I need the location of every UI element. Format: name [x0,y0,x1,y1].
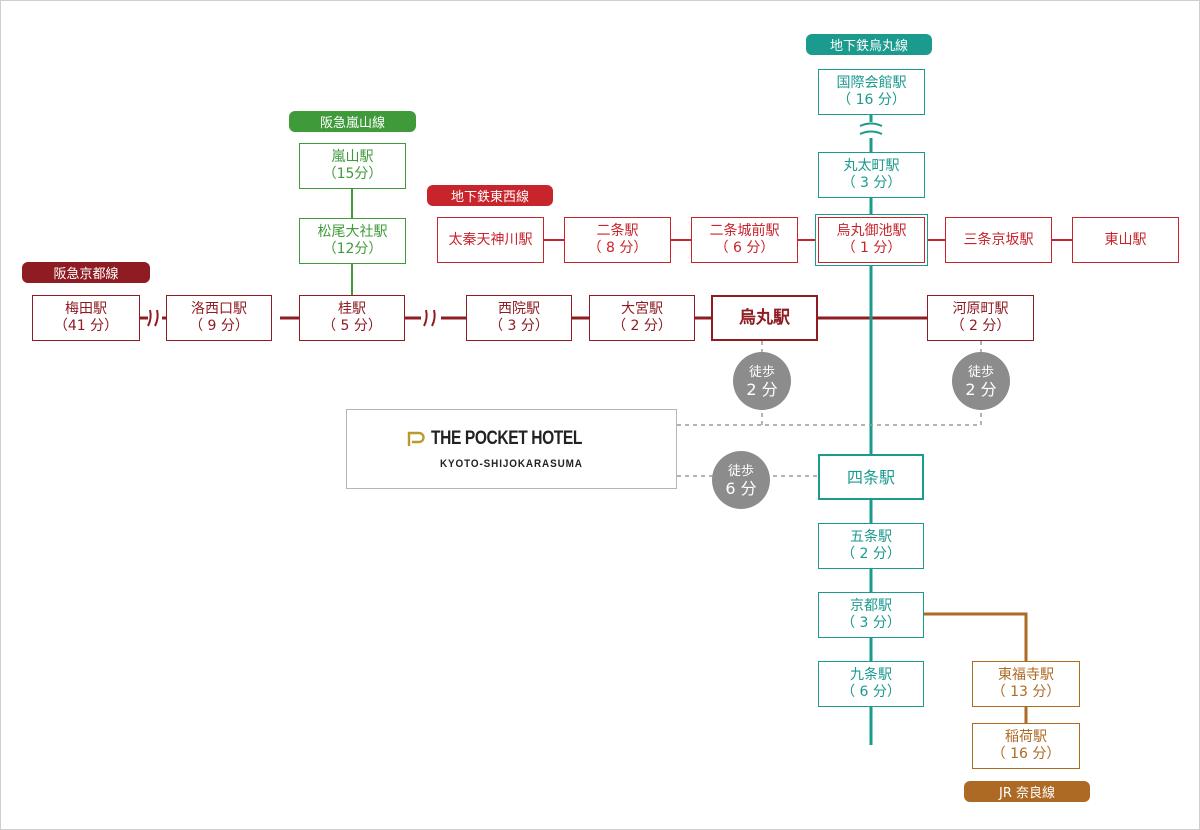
station-name: 梅田駅 [65,301,107,317]
station-karasuma-oike: 烏丸御池駅（ 1 分） [815,214,928,266]
station-time: （ 3 分） [489,318,549,334]
station-matsuo-taisha: 松尾大社駅（12分） [299,218,406,264]
station-nijo: 二条駅（ 8 分） [564,217,671,263]
hankyu-kyoto-line-label: 阪急京都線 [22,262,150,283]
station-saiin: 西院駅（ 3 分） [466,295,572,341]
station-time: （ 3 分） [841,175,902,191]
station-arashiyama: 嵐山駅（15分） [299,143,406,189]
station-umeda: 梅田駅（41 分） [32,295,140,341]
station-name: 洛西口駅 [191,301,247,317]
station-name: 松尾大社駅 [317,224,388,240]
station-time: （ 6 分） [714,240,775,256]
hotel-subtitle: KYOTO-SHIJOKARASUMA [440,458,583,470]
station-time: （ 16 分） [991,746,1061,762]
hotel-logo-box: THE POCKET HOTEL KYOTO-SHIJOKARASUMA [346,409,677,489]
station-kujo: 九条駅（ 6 分） [818,661,924,707]
station-time: （ 8 分） [587,240,648,256]
station-time: （ 3 分） [841,615,901,631]
station-sanjo-keihan: 三条京坂駅 [945,217,1052,263]
station-name: 東福寺駅 [998,667,1054,683]
station-name: 丸太町駅 [843,158,900,174]
station-nijojo-mae: 二条城前駅（ 6 分） [691,217,798,263]
station-time: （ 6 分） [841,684,901,700]
subway-karasuma-line-label: 地下鉄烏丸線 [806,34,932,55]
station-shijo: 四条駅 [818,454,924,500]
station-time: （ 1 分） [841,240,902,256]
station-name: 二条駅 [596,223,639,239]
station-time: （ 5 分） [322,318,382,334]
walk-label: 徒歩 [727,464,754,479]
station-higashiyama: 東山駅 [1072,217,1179,263]
station-inari: 稲荷駅（ 16 分） [972,723,1080,769]
hotel-name: THE POCKET HOTEL [431,428,583,449]
hankyu-arashiyama-line-label: 阪急嵐山線 [289,111,416,132]
station-name: 三条京坂駅 [963,231,1034,248]
station-uzumasa-tenjingawa: 太秦天神川駅 [437,217,544,263]
station-name: 桂駅 [338,301,366,317]
hotel-p-logo-icon [408,431,426,446]
station-name: 大宮駅 [621,301,663,317]
walk-label: 徒歩 [967,365,994,380]
station-time: （ 2 分） [612,318,672,334]
station-time: （ 13 分） [991,684,1061,700]
station-kawaramachi: 河原町駅（ 2 分） [927,295,1034,341]
station-tofukuji: 東福寺駅（ 13 分） [972,661,1080,707]
station-name: 河原町駅 [952,301,1009,317]
station-kokusaikaikan: 国際会館駅（ 16 分） [818,69,925,115]
station-name: 四条駅 [846,467,895,487]
walk-time: 2 分 [965,380,997,399]
subway-karasuma-line-track [859,115,883,745]
station-name: 二条城前駅 [709,223,780,239]
station-name: 西院駅 [498,301,540,317]
subway-tozai-line-label: 地下鉄東西線 [427,185,553,206]
station-name: 稲荷駅 [1005,729,1047,745]
station-name: 烏丸御池駅 [836,223,907,239]
station-karasuma: 烏丸駅 [711,295,818,341]
walk-label: 徒歩 [748,365,775,380]
station-name: 九条駅 [850,667,892,683]
station-time: （ 2 分） [950,318,1011,334]
station-gojo: 五条駅（ 2 分） [818,523,924,569]
station-name: 烏丸駅 [739,307,790,328]
station-time: （41 分） [53,318,119,334]
station-katsura: 桂駅（ 5 分） [299,295,405,341]
station-kyoto: 京都駅（ 3 分） [818,592,924,638]
station-name: 太秦天神川駅 [448,231,533,248]
station-time: （12分） [322,241,383,257]
jr-nara-line-track [924,612,1028,723]
station-name: 嵐山駅 [331,149,374,165]
station-time: （ 2 分） [841,546,901,562]
station-time: （ 9 分） [189,318,249,334]
station-time: （15分） [322,166,383,182]
walk-time: 2 分 [746,380,778,399]
walk-time: 6 分 [725,479,757,498]
station-name: 五条駅 [850,529,892,545]
station-name: 東山駅 [1104,231,1147,248]
station-name: 京都駅 [850,598,892,614]
station-marutamachi: 丸太町駅（ 3 分） [818,152,925,198]
station-rakusaiguchi: 洛西口駅（ 9 分） [166,295,272,341]
jr-nara-line-label: JR 奈良線 [964,781,1090,802]
station-omiya: 大宮駅（ 2 分） [589,295,695,341]
station-time: （ 16 分） [837,92,906,108]
station-name: 国際会館駅 [836,75,907,91]
